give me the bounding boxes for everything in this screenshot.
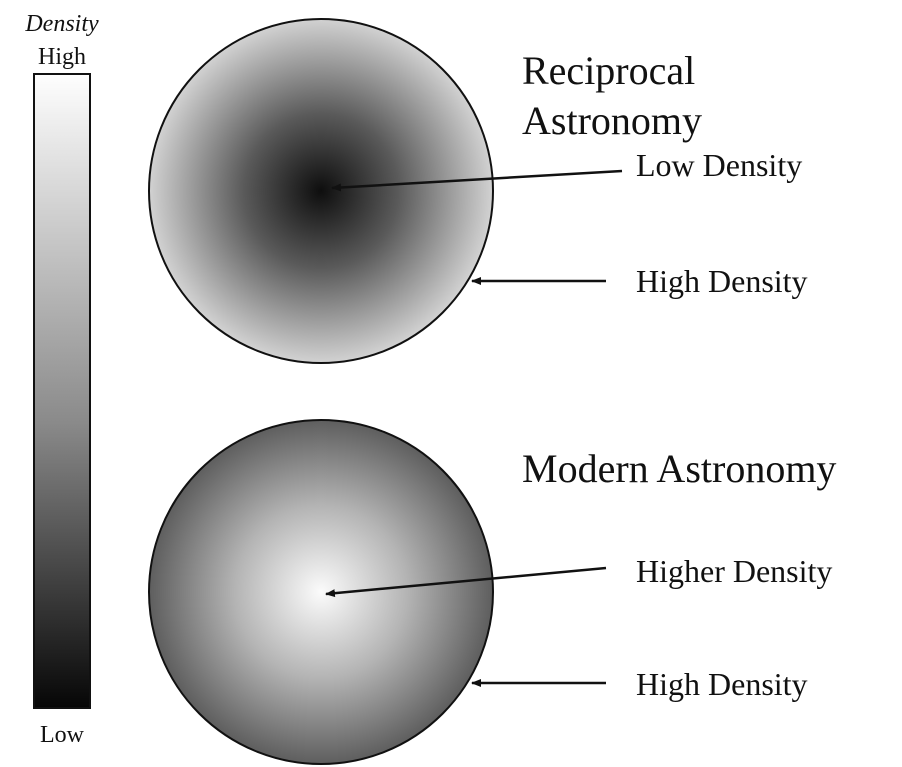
reciprocal-center-arrow [331, 169, 623, 192]
modern-title: Modern Astronomy [522, 446, 836, 491]
legend-high-label: High [38, 44, 86, 70]
modern-center-arrow [325, 566, 607, 598]
reciprocal-edge-label: High Density [636, 263, 808, 299]
modern-sphere [148, 419, 494, 765]
reciprocal-title-line-1: Reciprocal [522, 48, 695, 93]
modern-edge-label: High Density [636, 666, 808, 702]
reciprocal-title-line-2: Astronomy [522, 98, 702, 143]
reciprocal-center-label: Low Density [636, 147, 802, 183]
modern-center-label: Higher Density [636, 553, 832, 589]
legend-title: Density [24, 11, 99, 37]
reciprocal-title: Reciprocal Astronomy [522, 48, 705, 143]
reciprocal-sphere [148, 18, 494, 364]
density-legend-bar [33, 73, 91, 709]
legend-low-label: Low [40, 722, 85, 748]
